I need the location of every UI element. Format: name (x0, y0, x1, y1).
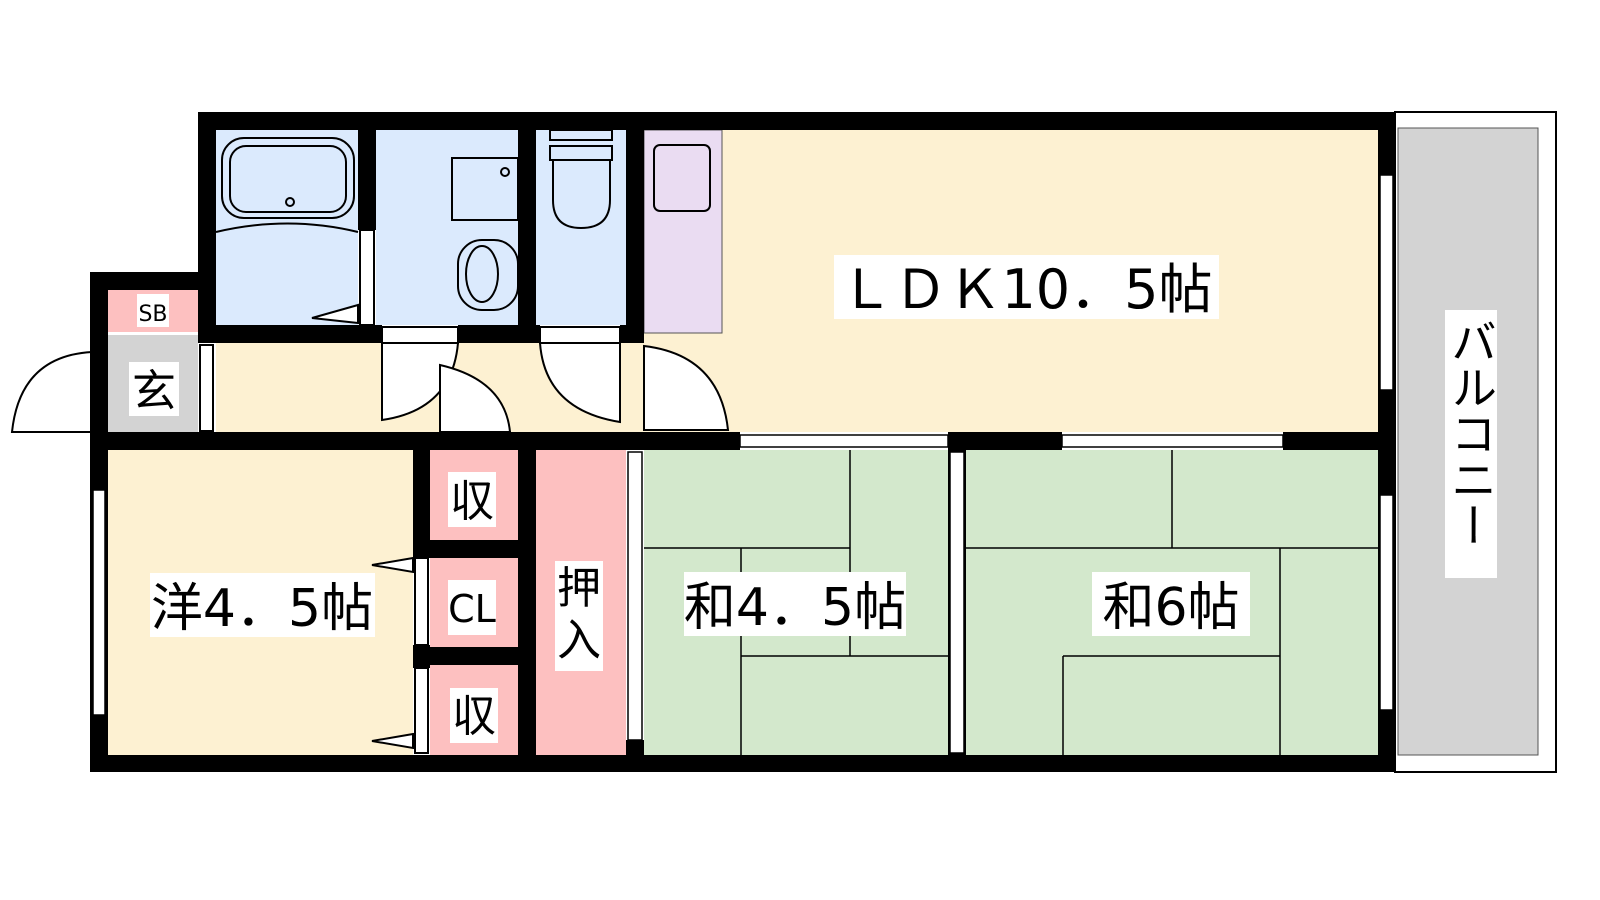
balcony (1394, 111, 1557, 773)
doors (10, 229, 730, 754)
entrance-label: 玄 (132, 366, 176, 417)
balcony-label: バルコニー (1444, 318, 1498, 548)
hall-door (439, 363, 512, 433)
room-labels: ＬＤＫ10．5帖 洋4．5帖 和4．5帖 和6帖 バルコニー SB 玄 収 CL… (129, 255, 1498, 743)
japanese-room-large-label: 和6帖 (1102, 578, 1239, 638)
front-door (10, 350, 93, 433)
windows (92, 174, 1394, 754)
stove-icon (653, 144, 711, 212)
toilet-door (538, 342, 621, 424)
bathtub-icon (215, 137, 359, 233)
oshiire-label-bottom: 入 (557, 615, 601, 666)
washroom-door (381, 342, 460, 422)
western-room-label: 洋4．5帖 (151, 579, 373, 639)
shoe-box-label: SB (138, 302, 167, 327)
oshiire-label-top: 押 (557, 563, 601, 614)
washroom (376, 130, 518, 325)
storage-top-label: 収 (450, 476, 494, 527)
japanese-room-small-label: 和4．5帖 (684, 578, 906, 638)
ldk-label: ＬＤＫ10．5帖 (839, 258, 1212, 321)
walls (90, 112, 1395, 772)
storage-bottom-label: 収 (452, 691, 496, 742)
ldk-door (643, 344, 730, 431)
closet-label: CL (448, 587, 496, 631)
